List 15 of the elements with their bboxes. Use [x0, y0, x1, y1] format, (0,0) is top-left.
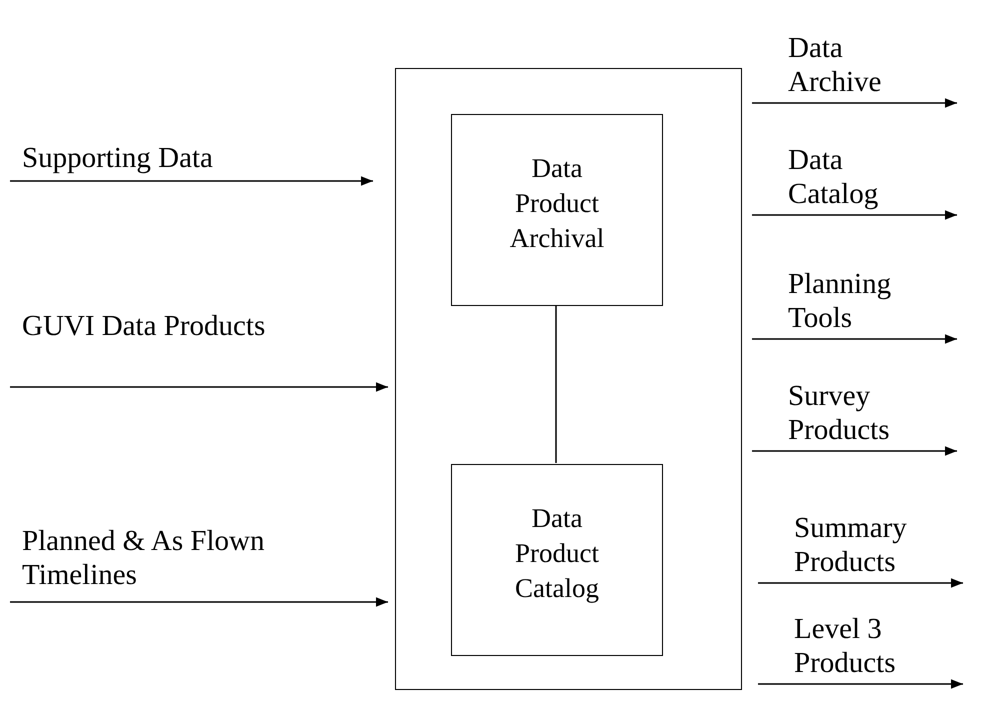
arrow	[10, 382, 388, 392]
arrow	[752, 210, 957, 220]
arrow	[752, 446, 957, 456]
system-box	[395, 68, 742, 690]
arrow	[10, 176, 373, 186]
process-box	[451, 114, 663, 306]
box-label: Data Product Catalog	[514, 502, 600, 606]
box-label: Data Product Archival	[508, 152, 606, 256]
process-box	[451, 464, 663, 656]
arrow	[752, 334, 957, 344]
connector-line	[555, 305, 557, 463]
arrow	[10, 597, 388, 607]
arrow	[758, 578, 963, 588]
arrow	[752, 98, 957, 108]
arrow	[758, 679, 963, 689]
